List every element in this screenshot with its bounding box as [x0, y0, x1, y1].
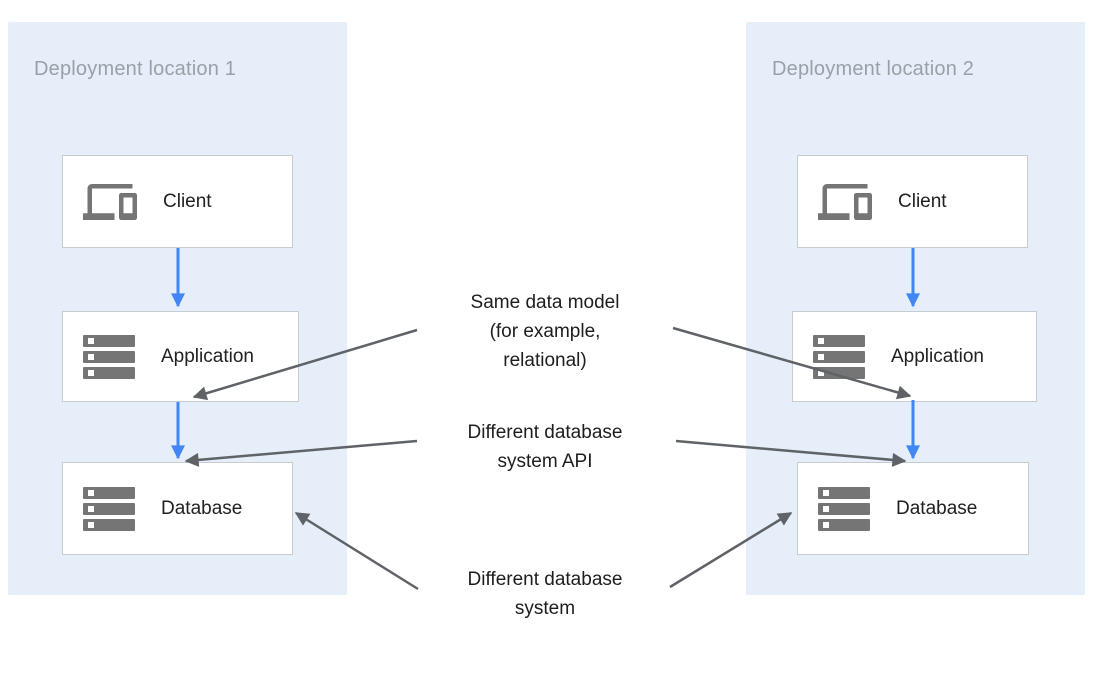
annotation-line: Different database [467, 422, 623, 443]
node-label: Application [161, 345, 254, 367]
server-stack-icon [813, 334, 865, 379]
annotation-line: Different database [467, 569, 623, 590]
panel-title: Deployment location 2 [772, 58, 975, 80]
client-box-location-2: Client [797, 155, 1028, 248]
node-label: Database [896, 497, 978, 519]
annotation-line: Same data model [470, 292, 620, 313]
node-label: Client [163, 190, 212, 212]
server-stack-icon [83, 486, 135, 531]
node-label: Application [891, 345, 984, 367]
annotation-line: system [514, 598, 576, 619]
server-stack-icon [818, 486, 870, 531]
database-box-location-1: Database [62, 462, 293, 555]
annotation-same-data-model: Same data model (for example, relational… [395, 288, 695, 375]
node-label: Client [898, 190, 947, 212]
devices-icon [818, 183, 872, 220]
server-stack-icon [83, 334, 135, 379]
client-box-location-1: Client [62, 155, 293, 248]
database-box-location-2: Database [797, 462, 1029, 555]
annotation-different-db-system: Different database system [395, 565, 695, 623]
node-label: Database [161, 497, 243, 519]
annotation-different-db-api: Different database system API [395, 418, 695, 476]
application-box-location-2: Application [792, 311, 1037, 402]
annotation-line: (for example, [489, 321, 601, 342]
devices-icon [83, 183, 137, 220]
application-box-location-1: Application [62, 311, 299, 402]
panel-title: Deployment location 1 [34, 58, 237, 80]
annotation-line: system API [497, 451, 593, 472]
annotation-line: relational) [503, 350, 587, 371]
